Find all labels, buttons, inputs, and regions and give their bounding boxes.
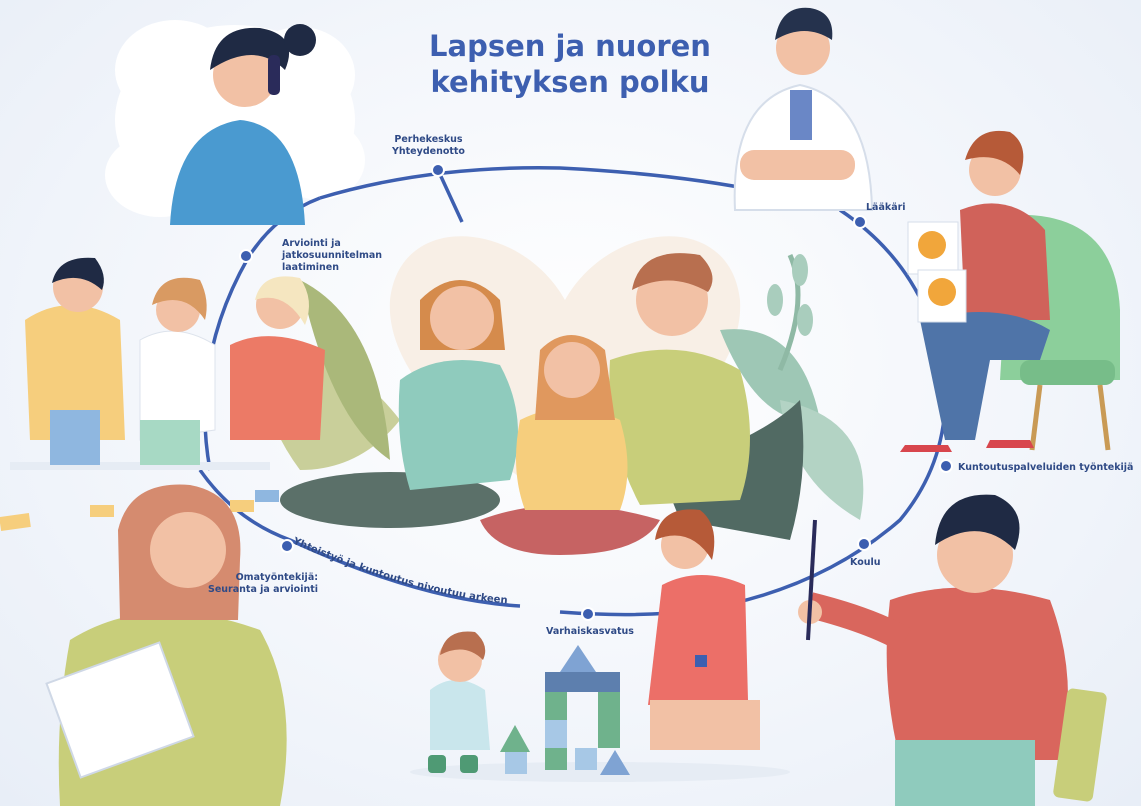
title-line-2: kehityksen polku [430,65,710,99]
family-group [280,253,804,555]
yhteistyo-label: Yhteistyö ja kuntoutus nivoutuu arkeen [290,536,508,607]
node-koulu [857,537,871,551]
child-head [544,342,600,398]
node-perhekeskus [431,163,445,177]
node-arviointi [239,249,253,263]
woman-on-phone [170,24,316,225]
node-omatyontekija [280,539,294,553]
child-legs [480,505,660,555]
path-nodes [239,163,953,621]
node-laakari [853,215,867,229]
title-line-1: Lapsen ja nuoren [429,29,711,63]
boy-with-blocks [410,631,790,782]
arviointi-line-1: Arviointi ja [282,238,341,249]
arviointi-label: Arviointi ja jatkosuunnitelman laatimine… [282,238,382,274]
perhekeskus-label: Perhekeskus Yhteydenotto [392,134,465,158]
omatyontekija-line-2: Seuranta ja arviointi [208,584,319,595]
varhaiskasvatus-label: Varhaiskasvatus [546,626,634,637]
therapist-on-chair [900,130,1120,452]
teacher [798,494,1107,806]
koulu-label: Koulu [850,557,881,568]
arviointi-line-3: laatiminen [282,262,339,273]
girl-in-red [648,509,760,750]
child-body [516,407,628,510]
node-varhaiskasvatus [581,607,595,621]
perhekeskus-line-1: Perhekeskus [394,134,463,145]
mother-head [430,286,494,350]
case-worker [45,484,287,806]
father-body [609,349,750,505]
omatyontekija-label: Omatyöntekijä: Seuranta ja arviointi [208,572,318,596]
kuntoutus-label: Kuntoutuspalveluiden työntekijä [958,462,1134,473]
node-kuntoutus [939,459,953,473]
arviointi-line-2: jatkosuunnitelman [282,250,383,261]
page-title: Lapsen ja nuoren kehityksen polku [400,28,740,100]
mother-body [398,360,518,490]
thought-cloud [105,20,365,217]
assessment-team [10,257,325,470]
doctor [733,7,874,211]
laakari-label: Lääkäri [866,202,906,213]
omatyontekija-line-1: Omatyöntekijä: [235,572,319,583]
perhekeskus-line-2: Yhteydenotto [392,146,465,157]
